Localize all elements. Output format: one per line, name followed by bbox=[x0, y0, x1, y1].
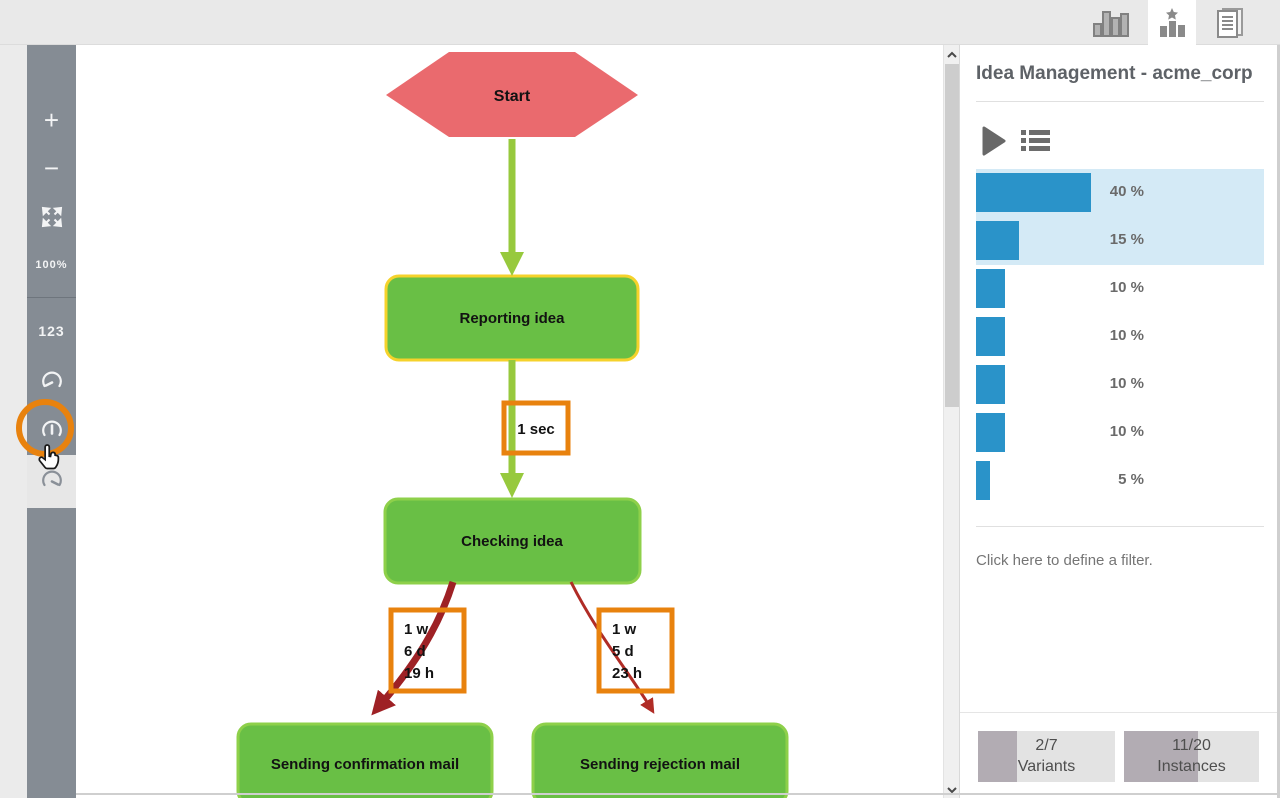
variant-bar bbox=[976, 173, 1091, 212]
edge-checking-to-confirmation bbox=[371, 580, 457, 716]
performance-gauge-high-button[interactable] bbox=[27, 455, 76, 508]
chart-divider bbox=[976, 526, 1264, 527]
variant-row[interactable]: 10 % bbox=[976, 313, 1264, 361]
chevron-up-icon bbox=[947, 51, 957, 58]
node-rejection-label: Sending rejection mail bbox=[580, 756, 740, 773]
variants-label: Variants bbox=[1017, 757, 1076, 775]
fit-to-screen-button[interactable] bbox=[27, 197, 76, 237]
node-checking-idea[interactable] bbox=[383, 497, 642, 585]
duration-right-line-1: 1 w bbox=[612, 621, 637, 638]
starred-chart-icon bbox=[1160, 7, 1185, 37]
edge-reporting-to-checking bbox=[500, 360, 524, 498]
variant-row[interactable]: 5 % bbox=[976, 457, 1264, 505]
variant-list-button[interactable] bbox=[1021, 130, 1050, 157]
play-icon bbox=[982, 126, 1006, 156]
variants-counter-text: 2/7 Variants bbox=[978, 731, 1115, 778]
variant-row[interactable]: 15 % bbox=[976, 217, 1264, 265]
variant-percentage: 10 % bbox=[1109, 279, 1144, 296]
frequency-metric-button[interactable]: 123 bbox=[38, 323, 65, 339]
node-start-label: Start bbox=[494, 88, 531, 105]
variant-bar bbox=[976, 365, 1005, 404]
duration-label-1sec: 1 sec bbox=[517, 421, 555, 438]
zoom-in-button[interactable]: + bbox=[27, 100, 76, 140]
panel-title: Idea Management - acme_corp bbox=[976, 63, 1253, 84]
plus-icon: + bbox=[43, 104, 60, 135]
variant-bar bbox=[976, 269, 1005, 308]
variant-bar bbox=[976, 317, 1005, 356]
play-animation-button[interactable] bbox=[982, 126, 1006, 161]
duration-left-line-1: 1 w bbox=[404, 621, 429, 638]
variant-bar bbox=[976, 221, 1019, 260]
variant-row[interactable]: 10 % bbox=[976, 361, 1264, 409]
edge-start-to-reporting bbox=[500, 139, 524, 276]
scroll-down-button[interactable] bbox=[944, 782, 960, 798]
variants-progress-fill bbox=[978, 731, 1018, 782]
duration-right-line-3: 23 h bbox=[612, 665, 642, 682]
gauge-high-icon bbox=[42, 470, 62, 487]
gauge-low-icon bbox=[41, 371, 62, 388]
instances-count: 11/20 bbox=[1172, 737, 1211, 754]
process-map-canvas[interactable]: Start Reporting idea Checking idea Sendi… bbox=[76, 45, 943, 798]
canvas-scrollbar bbox=[943, 45, 959, 798]
minus-icon: − bbox=[43, 152, 60, 183]
variant-bar bbox=[976, 413, 1005, 452]
variants-counter-button[interactable]: 2/7 Variants bbox=[978, 731, 1115, 782]
instances-counter-text: 11/20 Instances bbox=[1124, 731, 1259, 778]
title-divider bbox=[976, 101, 1264, 102]
duration-box-border-2 bbox=[388, 607, 467, 694]
scroll-up-button[interactable] bbox=[944, 47, 960, 63]
variant-bar bbox=[976, 461, 990, 500]
variant-percentage: 10 % bbox=[1109, 327, 1144, 344]
duration-right-line-2: 5 d bbox=[612, 643, 634, 660]
variant-percentage: 10 % bbox=[1109, 423, 1144, 440]
footer-divider bbox=[960, 712, 1279, 713]
top-toolbar bbox=[0, 0, 1280, 45]
window-bottom-border bbox=[76, 793, 1280, 795]
expand-icon bbox=[41, 206, 62, 228]
duration-left-line-2: 6 d bbox=[404, 643, 426, 660]
list-icon bbox=[1021, 130, 1050, 151]
toolbar-divider bbox=[27, 297, 76, 298]
variant-list: 40 % 15 % 10 % 10 % 10 % 10 % 5 % bbox=[976, 169, 1264, 505]
instances-label: Instances bbox=[1157, 757, 1226, 775]
performance-gauge-low-button[interactable] bbox=[27, 362, 76, 402]
tab-variants[interactable] bbox=[1148, 0, 1196, 45]
define-filter-link[interactable]: Click here to define a filter. bbox=[976, 552, 1153, 569]
variant-percentage: 15 % bbox=[1109, 231, 1144, 248]
tab-statistics[interactable] bbox=[1087, 0, 1135, 45]
variant-percentage: 5 % bbox=[1118, 471, 1144, 488]
process-map: Start Reporting idea Checking idea Sendi… bbox=[236, 52, 789, 798]
window-right-border bbox=[1277, 45, 1280, 798]
document-icon bbox=[1217, 7, 1243, 38]
node-reporting-label: Reporting idea bbox=[459, 310, 565, 327]
variant-row[interactable]: 40 % bbox=[976, 169, 1264, 217]
duration-left-line-3: 19 h bbox=[404, 665, 434, 682]
node-start[interactable] bbox=[386, 52, 638, 137]
chevron-down-icon bbox=[947, 787, 957, 794]
bar-chart-icon bbox=[1093, 10, 1129, 37]
variant-row[interactable]: 10 % bbox=[976, 409, 1264, 457]
hand-cursor-icon bbox=[38, 444, 60, 470]
edge-checking-to-rejection bbox=[569, 581, 655, 714]
variant-percentage: 10 % bbox=[1109, 375, 1144, 392]
variant-row[interactable]: 10 % bbox=[976, 265, 1264, 313]
node-sending-rejection-mail[interactable] bbox=[531, 722, 789, 798]
zoom-level-indicator[interactable]: 100% bbox=[35, 259, 68, 271]
instances-progress-fill bbox=[1124, 731, 1199, 782]
zoom-out-button[interactable]: − bbox=[27, 148, 76, 188]
node-confirmation-label: Sending confirmation mail bbox=[271, 756, 459, 773]
instances-counter-button[interactable]: 11/20 Instances bbox=[1124, 731, 1259, 782]
duration-box-border-3 bbox=[596, 607, 675, 694]
variants-panel: Idea Management - acme_corp 40 % 15 % 10… bbox=[959, 45, 1279, 798]
variants-count: 2/7 bbox=[1035, 737, 1058, 754]
node-checking-label: Checking idea bbox=[461, 533, 563, 550]
scrollbar-thumb[interactable] bbox=[945, 64, 959, 407]
duration-box-border-1 bbox=[501, 400, 571, 456]
node-sending-confirmation-mail[interactable] bbox=[236, 722, 494, 798]
variant-percentage: 40 % bbox=[1109, 183, 1144, 200]
tab-log[interactable] bbox=[1205, 0, 1253, 45]
